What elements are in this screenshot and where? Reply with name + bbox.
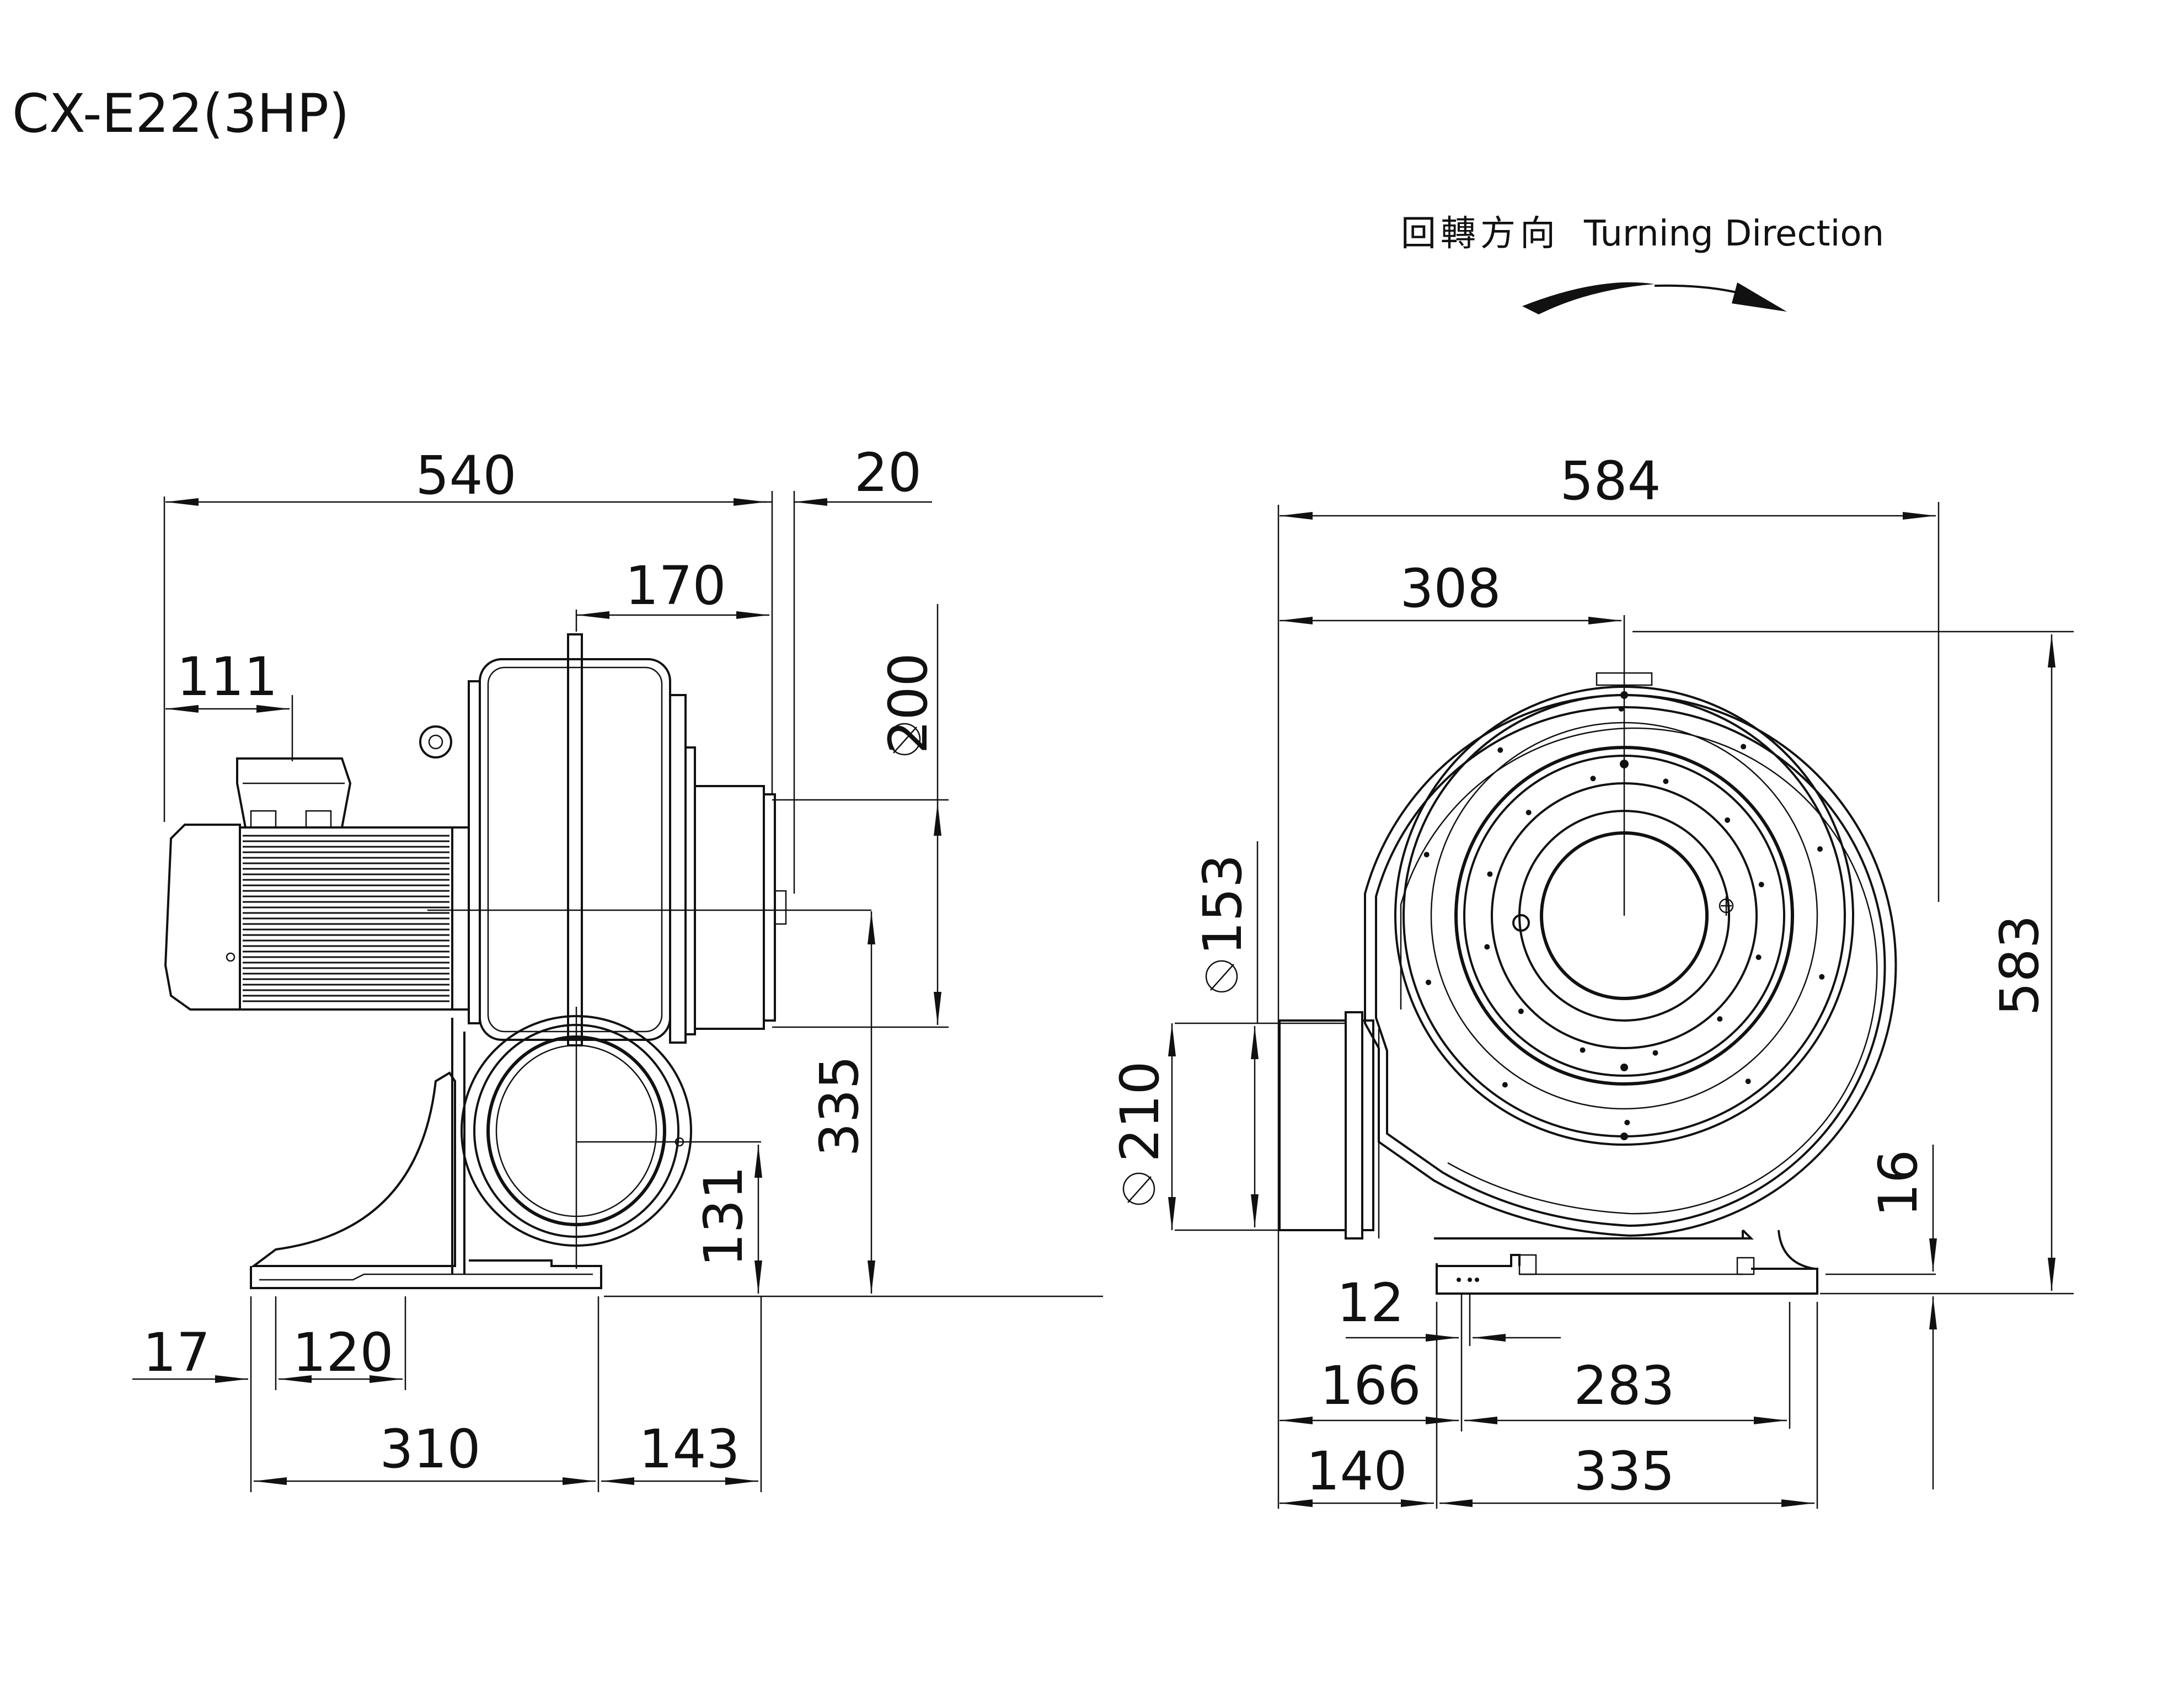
dim-583: 583 (1989, 915, 2051, 1016)
dim-308: 308 (1400, 558, 1501, 619)
dim-20: 20 (854, 442, 922, 504)
dim-131: 131 (693, 1166, 754, 1267)
model-title: CX-E22(3HP) (12, 83, 350, 145)
outlet-flange-front (1278, 1011, 1380, 1240)
stand-front (1434, 1229, 1818, 1295)
dim-200: 200 (877, 653, 939, 754)
dim-17: 17 (143, 1322, 210, 1383)
dim-140: 140 (1306, 1440, 1407, 1502)
dim-540: 540 (415, 445, 516, 506)
scroll-housing (1364, 694, 1897, 1237)
dim-153: 153 (1192, 854, 1254, 955)
dim-584: 584 (1560, 450, 1661, 512)
dim-310: 310 (379, 1418, 480, 1480)
dim-143: 143 (639, 1418, 740, 1480)
dim-120: 120 (292, 1322, 393, 1383)
dim-166: 166 (1320, 1355, 1421, 1417)
turning-direction-label: 回轉方向 Turning Direction (1401, 205, 1884, 256)
turning-direction-arrow (1522, 282, 1787, 314)
dim-111: 111 (176, 646, 277, 708)
dim-16: 16 (1867, 1150, 1929, 1217)
dim-283: 283 (1573, 1355, 1674, 1417)
turning-direction-en: Turning Direction (1584, 213, 1885, 254)
dim-12: 12 (1337, 1272, 1404, 1334)
dim-335: 335 (809, 1055, 870, 1156)
dim-170: 170 (625, 555, 726, 617)
front-view: 584 308 583 16 153 210 12 166 283 140 33… (1109, 450, 2074, 1509)
side-view: 540 20 170 111 200 335 131 17 120 310 14… (132, 442, 1103, 1492)
housing-side (479, 633, 787, 1046)
dim-335-front: 335 (1573, 1440, 1674, 1502)
turning-direction-zh: 回轉方向 (1401, 213, 1560, 254)
motor-body (164, 757, 453, 1011)
dim-210: 210 (1109, 1061, 1171, 1162)
stand-side (250, 1018, 602, 1289)
